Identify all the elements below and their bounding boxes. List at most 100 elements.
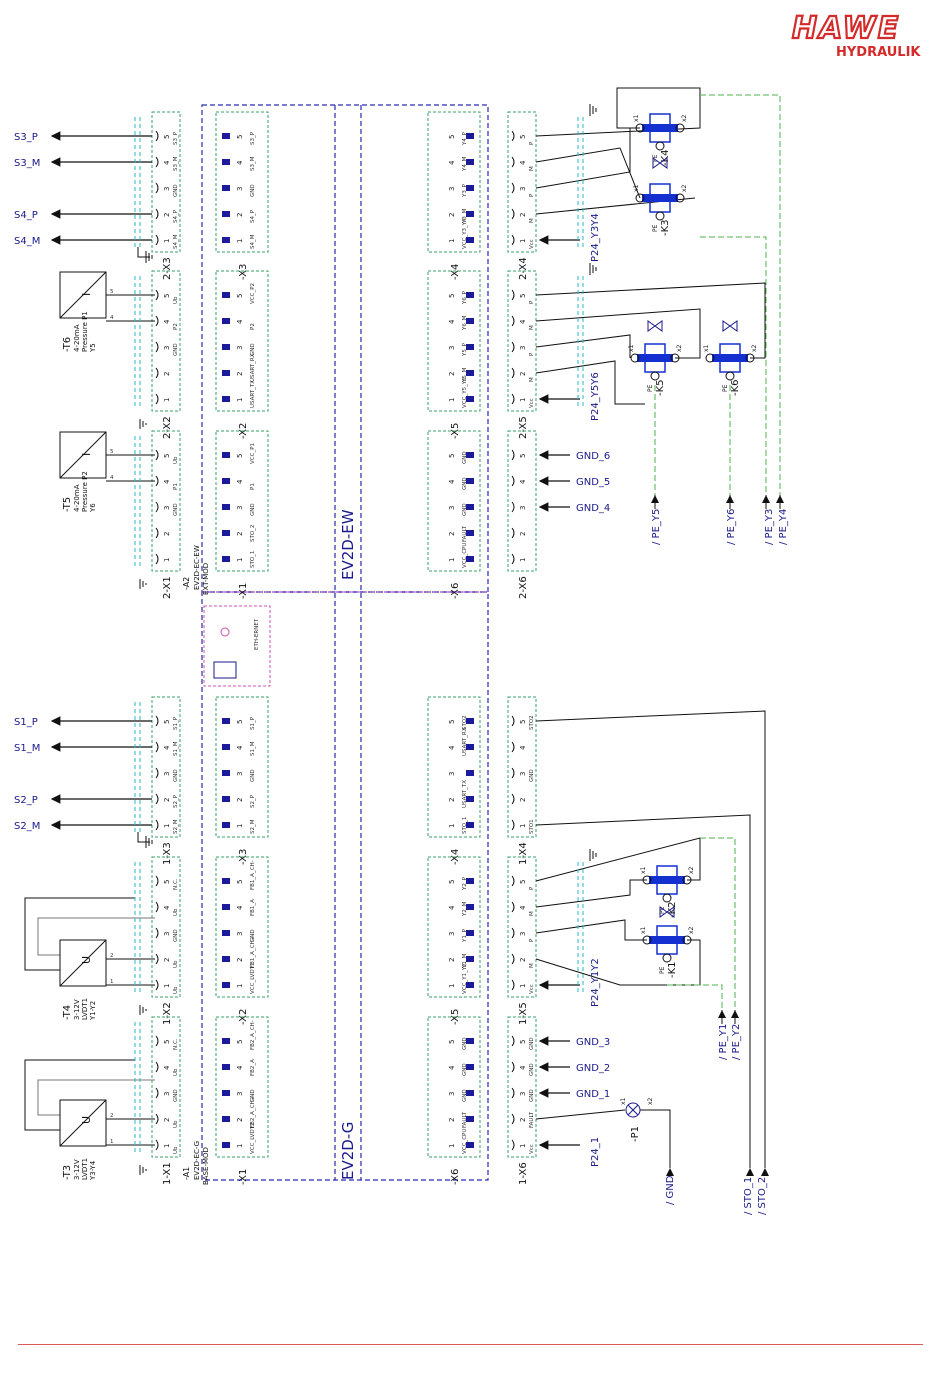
pin-name: S4_M <box>250 234 256 249</box>
pin-number: 5 <box>236 454 244 458</box>
pin-contact <box>222 982 230 988</box>
valve-symbol-icon <box>722 320 738 332</box>
pin-name: P <box>529 141 535 145</box>
pin-name: Ub <box>173 986 179 994</box>
pin-number: 3 <box>236 1092 244 1096</box>
net-label: / STO_2 <box>757 1177 768 1215</box>
pin-name: S3_P <box>250 131 256 145</box>
pin-name: P1 <box>250 483 256 490</box>
pin-contact <box>222 822 230 828</box>
signal-label: S4_P <box>14 210 38 221</box>
strip-label: 1-X3 <box>162 842 173 865</box>
pin-number: 4 <box>236 905 244 910</box>
pin-name: GND <box>529 1063 535 1076</box>
pin-name: N.C. <box>173 1038 179 1050</box>
pin-name: FAULT <box>462 525 468 542</box>
pin-number: 5 <box>519 720 527 724</box>
pin-name: GND <box>462 1063 468 1076</box>
sensor-tag: -T6 <box>62 337 73 352</box>
pin-number: 2 <box>448 213 456 217</box>
pin-number: 5 <box>448 454 456 458</box>
pin-contact <box>222 292 230 298</box>
pin-number: 3 <box>519 506 527 510</box>
pin-name: VCC_Y5_Y6 <box>462 377 468 408</box>
pin-number: 3 <box>448 346 456 350</box>
pin-name: USART_TX <box>250 380 256 408</box>
gnd-label: GND_3 <box>576 1037 610 1048</box>
sensor-spec: Y1-Y2 <box>89 1001 97 1021</box>
svg-text:2: 2 <box>110 1113 114 1119</box>
pin-name: S1_M <box>173 741 179 756</box>
pin-number: 4 <box>163 479 171 484</box>
pin-number: 2 <box>163 798 171 802</box>
pin-contact <box>466 292 474 298</box>
pin-name: Ub <box>173 1068 179 1076</box>
pin-number: 2 <box>163 213 171 217</box>
pin-number: 3 <box>448 506 456 510</box>
pin-number: 1 <box>236 1144 244 1148</box>
module-title-g: EV2D-G <box>339 1122 357 1180</box>
pin-contact <box>222 770 230 776</box>
pin-name: GND <box>250 184 256 197</box>
device-label-a1: -A1 EV2D-EC-G BASE-MOD <box>182 1141 210 1185</box>
pin-contact <box>466 1090 474 1096</box>
pin-number: 1 <box>163 239 171 243</box>
pin-name: USART_TX <box>462 780 468 808</box>
pin-contact <box>466 744 474 750</box>
pin-name: S2_P <box>173 794 179 808</box>
svg-text:PE: PE <box>652 224 659 232</box>
sensor-spec: LVDT1 <box>81 1158 89 1180</box>
pin-number: 1 <box>163 824 171 828</box>
pin-name: GND <box>173 503 179 516</box>
pin-name: Ub <box>173 960 179 968</box>
pin-contact <box>222 237 230 243</box>
pin-number: 3 <box>163 1092 171 1096</box>
pin-number: 5 <box>448 294 456 298</box>
cable-shield <box>134 117 141 247</box>
pin-number: 1 <box>519 984 527 988</box>
svg-text:x2: x2 <box>647 1097 654 1105</box>
sensor-tag: -T3 <box>62 1165 73 1180</box>
pin-name: Y3_P <box>462 183 468 198</box>
pin-name: GND <box>462 1089 468 1102</box>
logo-subtitle: HYDRAULIK <box>836 45 921 60</box>
base-module-frame <box>201 591 489 1181</box>
pin-number: 5 <box>236 880 244 884</box>
pin-name: S2_M <box>173 819 179 834</box>
svg-text:PE: PE <box>659 966 666 974</box>
pin-contact <box>222 904 230 910</box>
net-label: / PE_Y2 <box>731 1024 742 1060</box>
pin-number: 4 <box>236 745 244 750</box>
pin-number: 5 <box>519 880 527 884</box>
pin-number: 4 <box>519 1065 527 1070</box>
pin-number: 4 <box>163 319 171 324</box>
pin-number: 3 <box>163 506 171 510</box>
transducer-icon <box>59 271 107 319</box>
pin-number: 2 <box>519 798 527 802</box>
a1-mod: BASE-MOD <box>202 1147 210 1185</box>
gnd-label: GND_4 <box>576 503 610 514</box>
pin-number: 3 <box>236 187 244 191</box>
lamp-icon <box>625 1102 641 1118</box>
logo-brand: HAWE <box>792 11 900 46</box>
valve-symbol-icon <box>652 157 668 169</box>
pin-contact <box>222 556 230 562</box>
pin-contact <box>466 1116 474 1122</box>
pin-number: 2 <box>163 532 171 536</box>
signal-label: S3_M <box>14 158 40 169</box>
pin-number: 3 <box>448 772 456 776</box>
pin-number: 3 <box>519 932 527 936</box>
pin-name: P <box>529 193 535 197</box>
pin-contact <box>466 159 474 165</box>
valve-tag: -K3 <box>660 219 671 236</box>
pin-name: STO2 <box>462 715 468 730</box>
pin-name: GND <box>462 477 468 490</box>
pin-number: 3 <box>519 187 527 191</box>
svg-text:x1: x1 <box>633 114 640 122</box>
pin-contact <box>466 770 474 776</box>
